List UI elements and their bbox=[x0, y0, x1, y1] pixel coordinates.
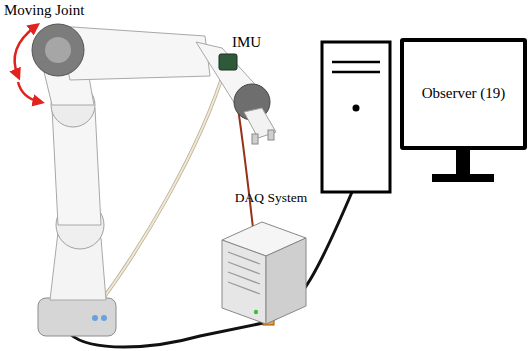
cable-outline bbox=[96, 68, 225, 308]
monitor-foot bbox=[432, 174, 494, 182]
server-drawing bbox=[210, 212, 318, 328]
gripper-finger bbox=[268, 130, 274, 140]
computer-tower bbox=[322, 42, 390, 192]
imu-sensor bbox=[219, 54, 237, 70]
monitor-screen: Observer (19) bbox=[400, 38, 527, 150]
moving-joint-cap bbox=[45, 37, 71, 63]
server-slot bbox=[228, 252, 260, 264]
power-button bbox=[353, 105, 360, 112]
server-led bbox=[254, 310, 258, 314]
drive-bay bbox=[332, 61, 380, 64]
screen-text: Observer (19) bbox=[422, 85, 506, 102]
robot-base bbox=[38, 298, 116, 336]
rotation-arrow bbox=[15, 26, 36, 76]
device-heading: DAQ System bbox=[210, 190, 332, 210]
server-slot bbox=[228, 262, 260, 274]
drive-bay bbox=[332, 71, 380, 74]
server-slot bbox=[228, 272, 260, 284]
base-led bbox=[101, 315, 107, 321]
joint-label: Moving Joint bbox=[4, 2, 84, 19]
gripper-finger bbox=[252, 134, 258, 144]
server-slot bbox=[228, 282, 260, 294]
moving-joint bbox=[32, 24, 84, 76]
beige-cable bbox=[96, 68, 225, 308]
daq-server: DAQ System bbox=[210, 190, 332, 328]
server-side bbox=[266, 238, 306, 324]
server-front bbox=[222, 240, 266, 324]
rotation-arrow bbox=[18, 82, 40, 102]
sensor-label: IMU bbox=[232, 34, 261, 51]
base-led bbox=[92, 315, 98, 321]
monitor-neck bbox=[456, 149, 470, 175]
